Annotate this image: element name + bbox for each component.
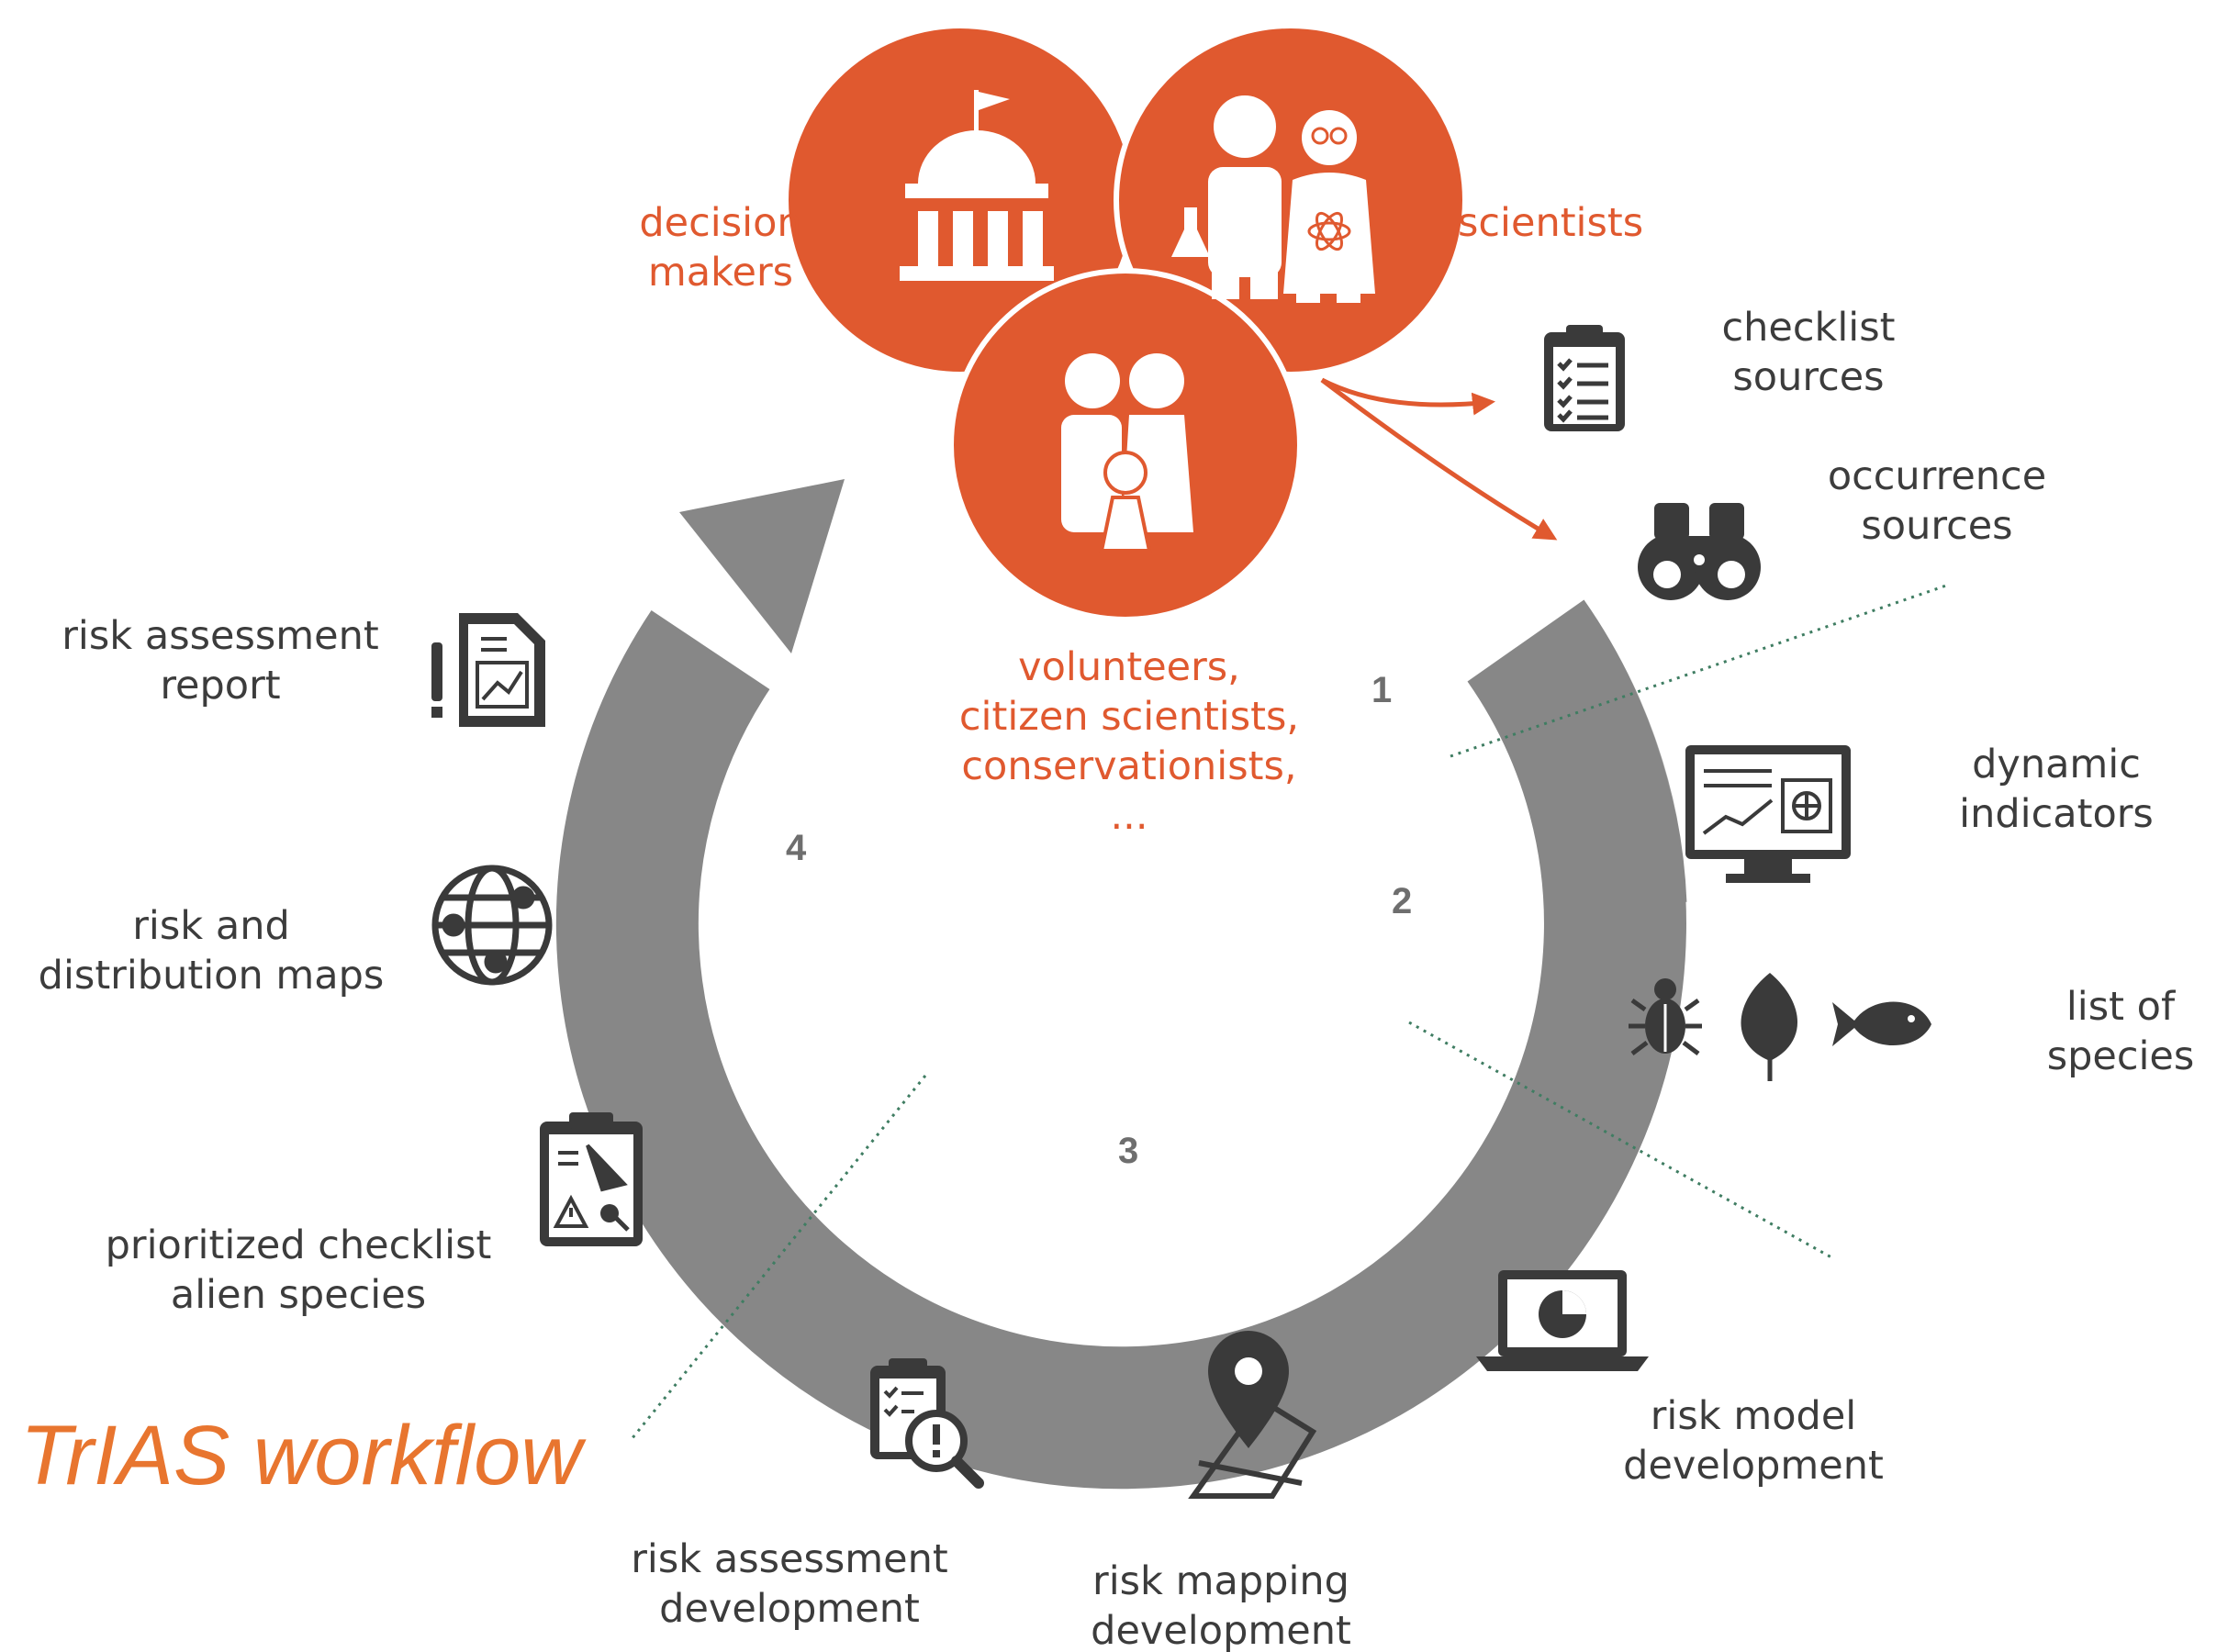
dotted-connectors [630,584,1947,1440]
map-pin-icon [1188,1331,1317,1499]
capitol-icon [900,90,1054,281]
globe-network-icon [431,865,553,986]
step-1-label: 1 [1371,670,1393,710]
risk-assessment-development-label: risk assessment development [631,1536,948,1632]
bug-icon [1629,978,1702,1055]
dynamic-indicators-label: dynamic indicators [1959,742,2154,837]
binoculars-icon [1638,503,1761,600]
laptop-pie-icon [1476,1270,1649,1371]
checklist-sources-label: checklist sources [1721,305,1896,400]
monitor-dashboard-icon [1685,745,1851,883]
risk-assessment-report-label: risk assessment report [62,613,379,709]
report-chart-icon [431,613,545,727]
risk-mapping-development-label: risk mapping development [1091,1558,1351,1652]
volunteers-label: volunteers, citizen scientists, conserva… [958,644,1300,839]
step-2-label: 2 [1392,881,1413,921]
occurrence-sources-label: occurrence sources [1827,453,2047,549]
scientists-icon [1171,95,1375,303]
decision-makers-label: decision makers [639,200,802,296]
scientists-label: scientists [1458,200,1644,246]
prioritized-checklist-label: prioritized checklist alien species [105,1222,492,1318]
risk-model-development-label: risk model development [1623,1393,1884,1489]
step-3-label: 3 [1118,1131,1139,1171]
step-4-label: 4 [786,828,807,868]
risk-distribution-maps-label: risk and distribution maps [38,903,385,999]
family-icon [1061,353,1193,553]
stakeholder-output-arrows [1320,377,1558,541]
stakeholder-circles [783,23,1468,622]
clipboard-search-icon [870,1358,984,1489]
cycle-arrow [555,479,1687,1490]
leaf-icon [1741,973,1798,1081]
clipboard-checklist-icon [1544,325,1625,431]
clipboard-species-icon [540,1112,643,1246]
diagram-title: TrIAS workflow [20,1409,582,1502]
fish-icon [1832,1001,1931,1046]
list-of-species-label: list of species [2046,984,2195,1079]
